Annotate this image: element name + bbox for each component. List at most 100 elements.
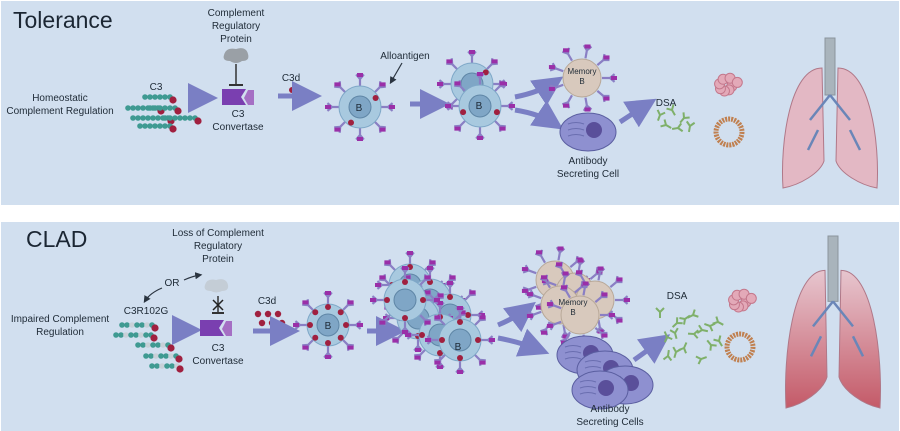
chain-bead [133, 332, 139, 338]
alloantigen [325, 105, 331, 109]
chain-bead [147, 123, 153, 129]
er-line [564, 351, 582, 354]
alveoli-icon [728, 288, 757, 313]
chain-bead [140, 115, 146, 121]
alloantigen [546, 302, 553, 307]
chain-bead [187, 115, 193, 121]
alloantigen [491, 59, 498, 64]
alloantigen [499, 126, 506, 131]
convertase-label-2: Convertase [212, 122, 264, 133]
or-arrow-left [143, 287, 163, 304]
alloantigen [597, 266, 604, 271]
alloantigen [379, 127, 386, 132]
chain-bead [167, 105, 173, 111]
chain-bead [143, 332, 149, 338]
alloantigen [402, 266, 408, 270]
c3d-dot [312, 334, 319, 341]
arrow [497, 301, 536, 333]
lost-regulatory-protein-icon [204, 279, 229, 293]
c3d-label: C3d [258, 296, 276, 307]
c3d-dot [402, 315, 408, 321]
alloantigen [546, 323, 553, 328]
bronchi [809, 300, 865, 357]
c3d-dot [460, 109, 467, 116]
crp-label-1: Complement [208, 8, 265, 19]
chain-bead [147, 94, 153, 100]
alloantigen [479, 360, 486, 365]
c3d-dot [150, 334, 158, 342]
memory-b-cells-icon [521, 246, 630, 349]
c3d-dot [325, 304, 331, 310]
loss-label-1: Loss of Complement [172, 228, 264, 239]
c3d-dot [343, 322, 349, 328]
alloantigen [541, 330, 547, 335]
chain-bead [152, 105, 158, 111]
right-lung [835, 67, 878, 189]
alloantigen [477, 136, 483, 140]
antibody [678, 342, 688, 354]
alloantigen [325, 355, 331, 359]
antibody [712, 316, 724, 326]
nucleus [468, 94, 492, 118]
memory-label-1: Memory [568, 67, 597, 76]
alloantigen [541, 275, 547, 280]
c3-convertase-icon [200, 320, 232, 336]
alloantigen [293, 323, 299, 327]
chain-bead [158, 353, 164, 359]
dsa-label: DSA [656, 98, 677, 109]
c3d-dot [402, 279, 408, 285]
chain-bead [152, 123, 158, 129]
er-line [564, 357, 582, 360]
impaired-label-2: Regulation [36, 327, 84, 338]
alloantigen [414, 355, 421, 360]
chain-bead [162, 94, 168, 100]
alloantigen [415, 348, 421, 352]
antibody [671, 122, 684, 133]
chain-bead [155, 115, 161, 121]
chain-bead [140, 342, 146, 348]
alloantigen [616, 277, 623, 282]
alloantigen [357, 323, 363, 327]
convertase-label-2: Convertase [192, 356, 244, 367]
c3d-dot [175, 355, 183, 363]
chain-bead [130, 115, 136, 121]
chain-bead [159, 363, 165, 369]
alloantigen [379, 82, 386, 87]
arrow [618, 98, 657, 128]
chain-bead [162, 105, 168, 111]
alloantigen [325, 291, 331, 295]
bronchi [806, 94, 862, 151]
c3d-dot [264, 310, 272, 318]
inhibition-icon [229, 64, 243, 86]
antibody-secreting-cells-icon [556, 335, 654, 410]
tolerance-title: Tolerance [13, 7, 113, 33]
antibody [696, 324, 709, 334]
chain-bead [142, 94, 148, 100]
memory-label-1: Memory [559, 298, 588, 307]
c3d-dot [151, 324, 159, 332]
alloantigen [434, 360, 441, 365]
homeostatic-label-1: Homeostatic [32, 93, 88, 104]
c3d-dot [278, 319, 286, 327]
b-cell-label: B [325, 321, 332, 332]
crp-label-2: Regulatory [212, 21, 260, 32]
er-line [584, 366, 602, 369]
alloantigen [457, 306, 463, 310]
chain-bead [145, 342, 151, 348]
alloantigen [449, 275, 456, 280]
alloantigen [584, 44, 591, 49]
healthy-lungs-icon [782, 37, 878, 189]
chain-bead [139, 322, 145, 328]
c3d-dot [169, 96, 177, 104]
c3d-dot [475, 337, 481, 343]
alloantigen [357, 137, 363, 141]
c3d-dot [465, 312, 471, 318]
alloantigen [469, 50, 475, 54]
alloantigen [424, 290, 431, 295]
alloantigen [427, 266, 433, 270]
c3d-dot [268, 319, 276, 327]
chain-bead [177, 115, 183, 121]
alloantigen [454, 126, 461, 131]
homeostatic-label-2: Complement Regulation [6, 106, 113, 117]
alloantigen [603, 96, 610, 101]
